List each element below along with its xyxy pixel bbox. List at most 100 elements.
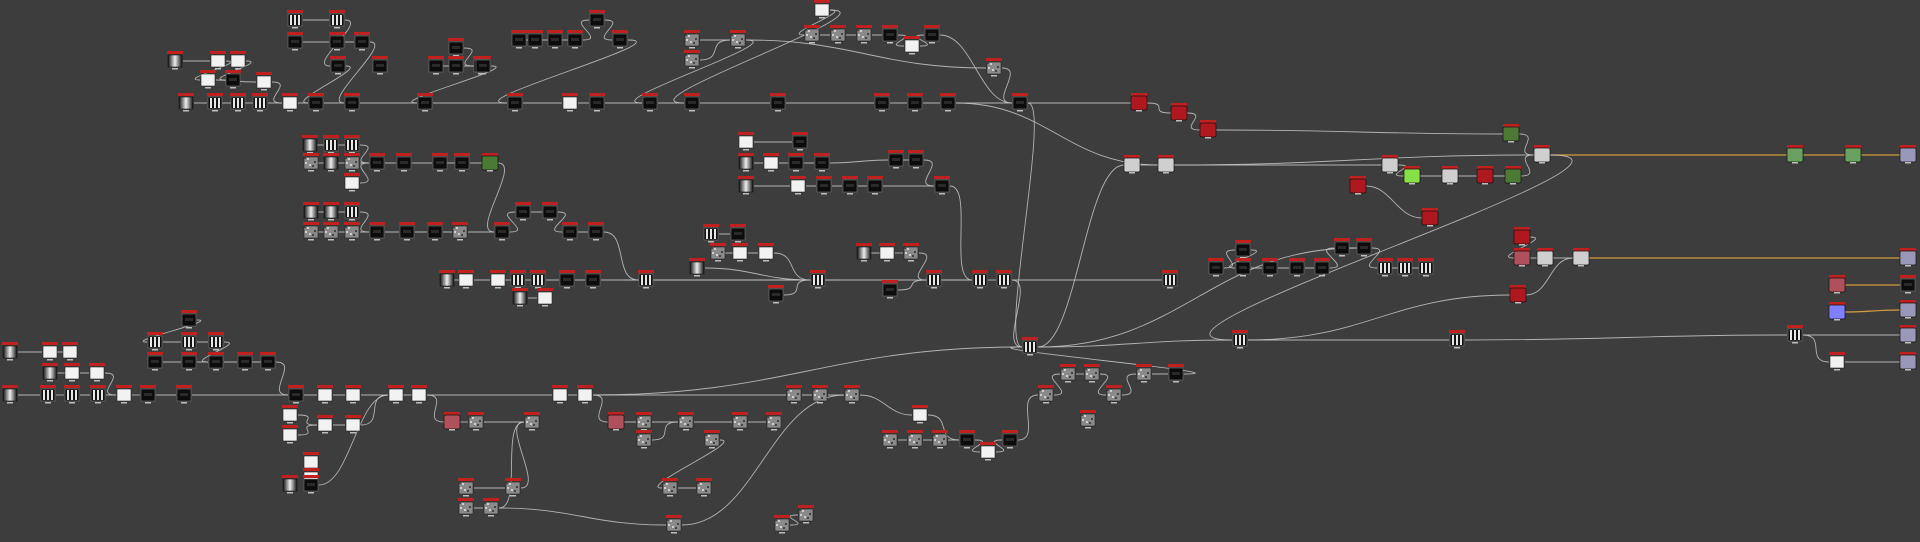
graph-node-black-thumbnail[interactable] — [940, 93, 956, 112]
graph-node-white-thumbnail[interactable] — [980, 442, 996, 461]
graph-node-output-node[interactable] — [1899, 300, 1917, 319]
graph-node-gradient-thumbnail[interactable] — [323, 202, 339, 221]
graph-node-white-thumbnail[interactable] — [562, 93, 578, 112]
output-socket[interactable] — [487, 170, 493, 172]
graph-node-white-thumbnail[interactable] — [317, 385, 333, 404]
connection-wire[interactable] — [1209, 154, 1573, 341]
graph-node-vertical-bars-thumbnail[interactable] — [344, 135, 360, 154]
output-socket[interactable] — [647, 110, 653, 112]
graph-node-white-thumbnail[interactable] — [763, 153, 779, 172]
graph-node-noise-thumbnail[interactable] — [505, 478, 521, 497]
graph-node-gradient-thumbnail[interactable] — [282, 475, 298, 494]
connection-wire[interactable] — [1015, 102, 1035, 348]
graph-node-black-thumbnail[interactable] — [814, 153, 830, 172]
graph-node-noise-thumbnail[interactable] — [666, 515, 682, 534]
connection-wire[interactable] — [923, 159, 935, 187]
output-socket[interactable] — [1447, 183, 1453, 185]
output-socket[interactable] — [1294, 275, 1300, 277]
graph-node-green-material-node[interactable] — [1502, 124, 1520, 143]
graph-node-noise-thumbnail[interactable] — [524, 412, 540, 431]
output-socket[interactable] — [517, 305, 523, 307]
connection-wire[interactable] — [359, 162, 370, 184]
graph-node-black-thumbnail[interactable] — [147, 352, 163, 371]
graph-node-white-thumbnail[interactable] — [116, 385, 132, 404]
output-socket[interactable] — [908, 260, 914, 262]
graph-node-noise-thumbnail[interactable] — [774, 515, 790, 534]
graph-node-vertical-bars-thumbnail[interactable] — [90, 385, 106, 404]
connection-wire[interactable] — [1844, 309, 1901, 313]
connection-wire[interactable] — [1186, 112, 1201, 131]
graph-node-green-material-node[interactable] — [481, 153, 499, 172]
output-socket[interactable] — [359, 49, 365, 51]
graph-node-white-thumbnail[interactable] — [256, 72, 272, 91]
output-socket[interactable] — [449, 429, 455, 431]
output-socket[interactable] — [520, 219, 526, 221]
output-socket[interactable] — [287, 492, 293, 494]
graph-node-red-material-node[interactable] — [1509, 285, 1527, 304]
output-socket[interactable] — [292, 27, 298, 29]
output-socket[interactable] — [453, 73, 459, 75]
output-socket[interactable] — [735, 241, 741, 243]
connection-wire[interactable] — [1173, 154, 1535, 166]
graph-node-black-thumbnail[interactable] — [562, 222, 578, 241]
connection-wire[interactable] — [359, 144, 370, 164]
graph-node-white-thumbnail[interactable] — [790, 176, 806, 195]
graph-node-black-thumbnail[interactable] — [559, 270, 575, 289]
graph-node-white-thumbnail[interactable] — [89, 363, 105, 382]
graph-node-black-thumbnail[interactable] — [684, 93, 700, 112]
output-socket[interactable] — [349, 190, 355, 192]
graph-node-noise-thumbnail[interactable] — [323, 222, 339, 241]
output-socket[interactable] — [964, 447, 970, 449]
graph-node-black-thumbnail[interactable] — [399, 222, 415, 241]
output-socket[interactable] — [328, 152, 334, 154]
graph-node-noise-thumbnail[interactable] — [684, 50, 700, 69]
output-socket[interactable] — [242, 369, 248, 371]
output-socket[interactable] — [1361, 255, 1367, 257]
graph-node-black-thumbnail[interactable] — [237, 352, 253, 371]
output-socket[interactable] — [1834, 292, 1840, 294]
output-socket[interactable] — [457, 239, 463, 241]
output-socket[interactable] — [516, 47, 522, 49]
graph-node-white-thumbnail[interactable] — [62, 342, 78, 361]
graph-node-black-thumbnail[interactable] — [588, 222, 604, 241]
output-socket[interactable] — [495, 287, 501, 289]
graph-node-noise-thumbnail[interactable] — [1106, 385, 1122, 404]
graph-node-noise-thumbnail[interactable] — [1060, 364, 1076, 383]
graph-node-black-thumbnail[interactable] — [511, 30, 527, 49]
connection-wire[interactable] — [897, 279, 927, 291]
graph-node-black-thumbnail[interactable] — [527, 30, 543, 49]
graph-node-white-thumbnail[interactable] — [758, 243, 774, 262]
output-socket[interactable] — [861, 260, 867, 262]
graph-node-white-thumbnail[interactable] — [282, 425, 298, 444]
output-socket[interactable] — [582, 402, 588, 404]
output-socket[interactable] — [453, 55, 459, 57]
graph-node-white-thumbnail[interactable] — [904, 36, 920, 55]
graph-node-black-thumbnail[interactable] — [768, 285, 784, 304]
output-socket[interactable] — [152, 369, 158, 371]
output-socket[interactable] — [1423, 275, 1429, 277]
graph-node-black-thumbnail[interactable] — [730, 224, 746, 243]
graph-node-white-thumbnail[interactable] — [345, 415, 361, 434]
graph-node-black-thumbnail[interactable] — [585, 270, 601, 289]
graph-node-black-thumbnail[interactable] — [589, 10, 605, 29]
graph-node-black-thumbnail[interactable] — [303, 475, 319, 494]
graph-node-gradient-thumbnail[interactable] — [856, 243, 872, 262]
graph-node-vertical-bars-thumbnail[interactable] — [323, 135, 339, 154]
output-socket[interactable] — [594, 110, 600, 112]
graph-node-black-thumbnail[interactable] — [908, 150, 924, 169]
connection-wire[interactable] — [1326, 247, 1338, 269]
graph-node-vertical-bars-thumbnail[interactable] — [703, 224, 719, 243]
output-socket[interactable] — [334, 27, 340, 29]
graph-node-pink-material-node[interactable] — [443, 412, 461, 431]
connection-wire[interactable] — [271, 81, 283, 104]
output-socket[interactable] — [557, 402, 563, 404]
output-socket[interactable] — [308, 170, 314, 172]
graph-node-pink-material-node[interactable] — [1828, 275, 1846, 294]
output-socket[interactable] — [1027, 354, 1033, 356]
output-socket[interactable] — [594, 27, 600, 29]
connection-wire[interactable] — [745, 39, 987, 69]
output-socket[interactable] — [432, 239, 438, 241]
output-socket[interactable] — [322, 402, 328, 404]
graph-node-light-green-material-node[interactable] — [1786, 145, 1804, 164]
graph-node-gradient-thumbnail[interactable] — [439, 270, 455, 289]
